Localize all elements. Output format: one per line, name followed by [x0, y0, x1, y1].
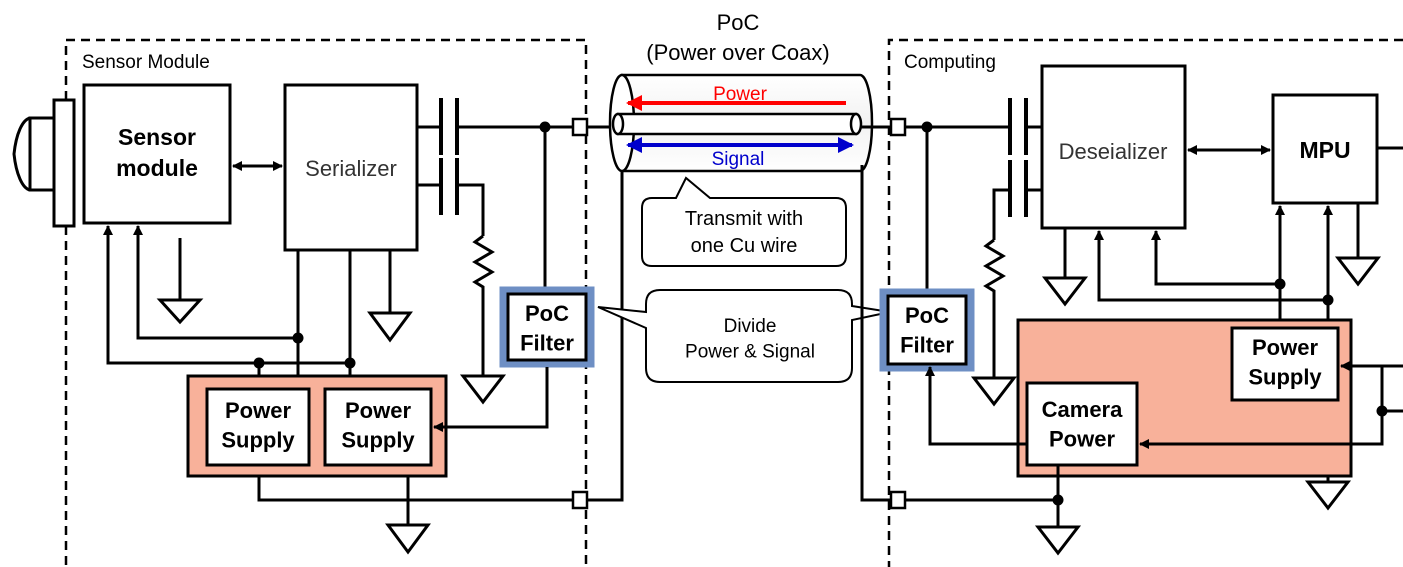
signal-arrow-label: Signal	[712, 149, 765, 170]
serializer-box	[283, 83, 419, 252]
mpu-label: MPU	[1299, 137, 1350, 163]
capacitor-icon	[1008, 160, 1042, 217]
power-supply-box-2	[323, 387, 433, 467]
ground-symbol-icon	[970, 376, 1018, 407]
mpu-box	[1271, 93, 1379, 205]
poc-subtitle: (Power over Coax)	[646, 40, 829, 65]
power-arrow-label: Power	[713, 84, 768, 105]
poc-filter-sensor-box	[506, 292, 588, 362]
ground-symbol-icon	[1334, 256, 1382, 287]
sensor-module-box	[82, 83, 232, 225]
resistor-icon	[472, 234, 495, 376]
sensor-module-region-label: Sensor Module	[82, 52, 210, 73]
capacitor-icon	[1008, 98, 1042, 155]
connector-icon	[571, 117, 589, 137]
connector-icon	[571, 490, 589, 510]
resistor-icon	[983, 238, 1006, 378]
callout-transmit	[641, 176, 847, 267]
computing-region-label: Computing	[904, 52, 996, 73]
connector-icon	[889, 117, 907, 137]
serializer-label: Serializer	[305, 156, 397, 181]
computing-region	[887, 38, 1403, 567]
power-supply-box-1	[205, 387, 311, 467]
callout-divide	[597, 289, 891, 383]
capacitor-icon	[417, 158, 459, 215]
ground-symbol-icon	[367, 311, 413, 343]
ground-symbol-icon	[459, 374, 507, 405]
deserializer-box	[1040, 64, 1187, 230]
ground-symbol-icon	[385, 523, 431, 555]
camera-power-box	[1025, 381, 1139, 467]
power-supply-box-computing	[1230, 326, 1340, 402]
ground-symbol-icon	[1304, 480, 1352, 511]
poc-filter-computing-box	[886, 294, 968, 366]
deserializer-label: Deseializer	[1059, 139, 1168, 164]
ground-symbol-icon	[1041, 276, 1089, 307]
connector-icon	[889, 490, 907, 510]
poc-title: PoC	[717, 10, 760, 35]
ground-symbol-icon	[156, 298, 204, 325]
capacitor-icon	[417, 98, 459, 155]
camera-lens-icon	[12, 98, 76, 228]
ground-symbol-icon	[1034, 525, 1082, 556]
